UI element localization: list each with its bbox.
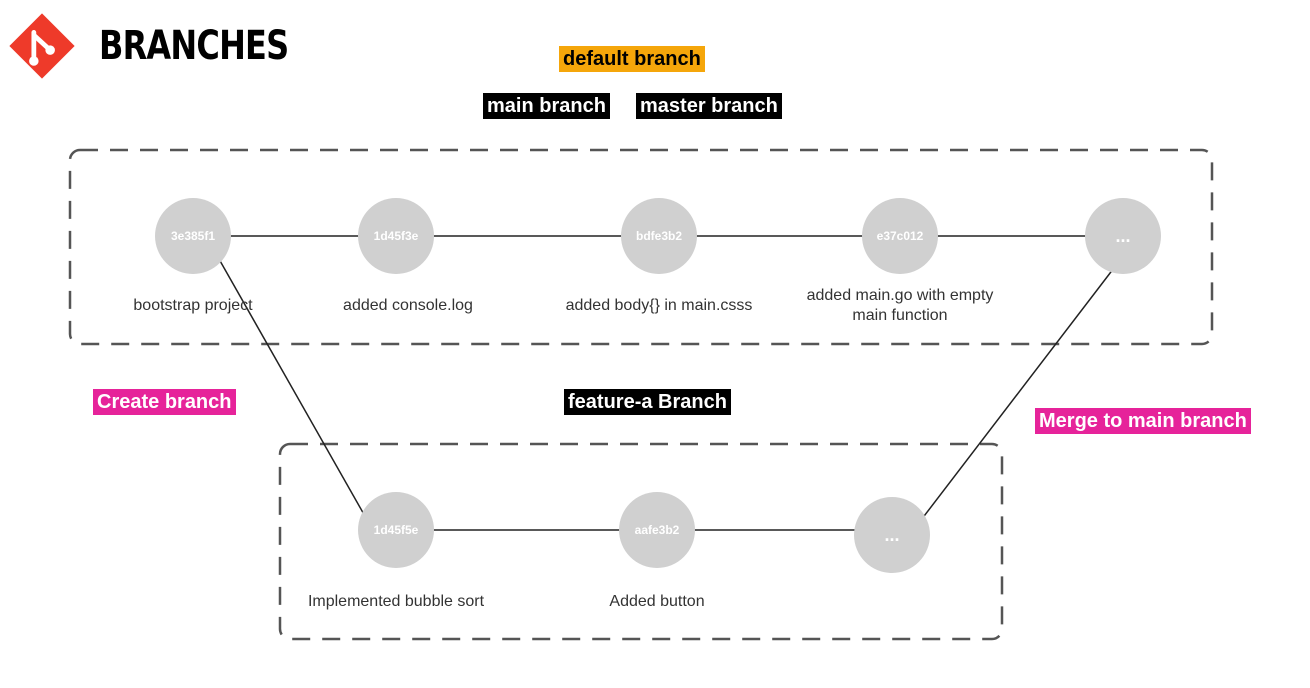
feature-branch-tag: feature-a Branch [564,389,731,415]
commit-node-more: ... [854,497,930,573]
commit-message: Added button [609,593,705,610]
main-branch-tag: main branch [483,93,610,119]
create-branch-line [214,251,371,526]
commit-node: aafe3b2 [619,492,695,568]
commit-node: 1d45f3e [358,198,434,274]
commit-message: added console.log [343,297,473,314]
main-branch-box [68,148,1214,346]
commit-node: bdfe3b2 [621,198,697,274]
commit-message: added main.go with empty main function [806,287,994,324]
commit-node: 1d45f5e [358,492,434,568]
page-title: BRANCHES [99,23,289,69]
git-logo-icon [9,13,75,79]
master-branch-tag: master branch [636,93,782,119]
commit-node-more: ... [1085,198,1161,274]
merge-branch-line [917,263,1118,525]
commit-message: added body{} in main.csss [565,297,753,314]
commit-message: bootstrap project [133,297,253,314]
commit-node: e37c012 [862,198,938,274]
commit-message: Implemented bubble sort [307,593,485,610]
commit-node: 3e385f1 [155,198,231,274]
default-branch-tag: default branch [559,46,705,72]
feature-branch-box [278,442,1004,641]
merge-branch-label: Merge to main branch [1035,408,1251,434]
create-branch-label: Create branch [93,389,236,415]
